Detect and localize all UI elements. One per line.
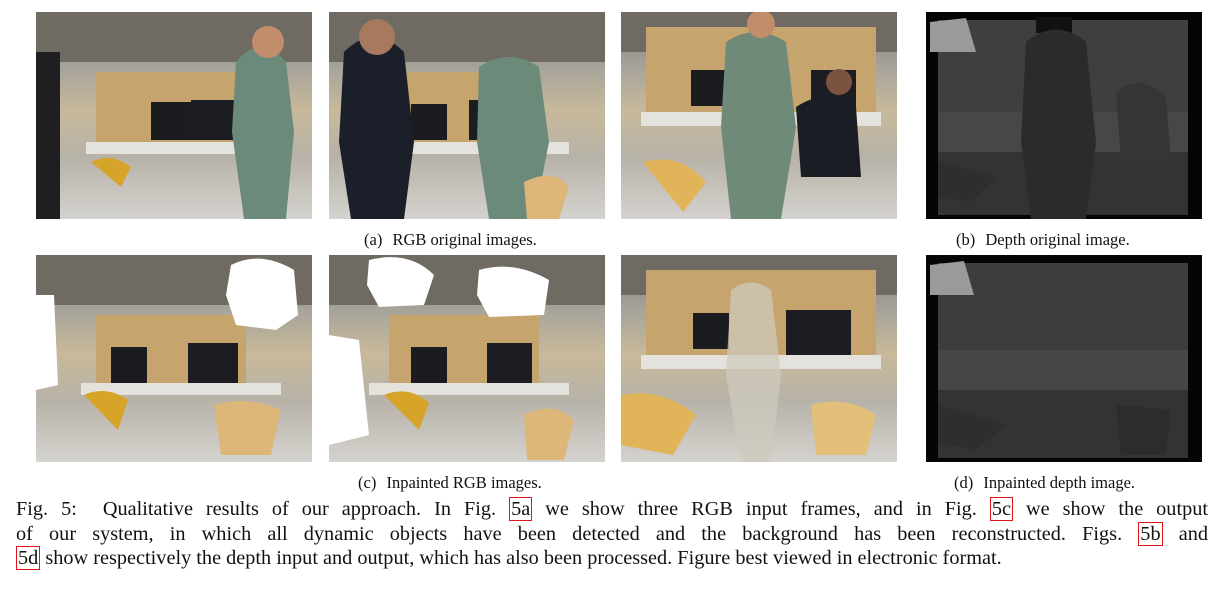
figure-ref-link-5b[interactable]: 5b [1138,521,1163,546]
figure-ref-link-5c[interactable]: 5c [989,497,1014,521]
rgb-original-image-2 [329,12,605,219]
figure-caption-line: of our system, in which all dynamic obje… [16,521,1208,546]
rgb-original-image-3 [621,12,897,219]
depth-inpainted-image [926,255,1202,462]
figure-caption-prefix: Fig. 5: [16,498,103,520]
subfigure-b-text: Depth original image. [985,230,1130,249]
rgb-inpainted-image-3 [621,255,897,462]
subfigure-b-label: (b) [956,230,976,249]
subfigure-d-caption: (d) Inpainted depth image. [954,473,1135,493]
subfigure-c-caption: (c) Inpainted RGB images. [358,473,542,493]
subfigure-c-text: Inpainted RGB images. [386,473,542,492]
subfigure-a-label: (a) [364,230,383,249]
rgb-original-image-1 [36,12,312,219]
subfigure-a-caption: (a) RGB original images. [364,230,537,250]
figure-caption-line: 5d show respectively the depth input and… [16,546,1002,570]
rgb-inpainted-image-2 [329,255,605,462]
depth-original-image [926,12,1202,219]
rgb-inpainted-image-1 [36,255,312,462]
subfigure-b-caption: (b) Depth original image. [956,230,1130,250]
subfigure-d-text: Inpainted depth image. [983,473,1136,492]
subfigure-c-label: (c) [358,473,377,492]
subfigure-d-label: (d) [954,473,974,492]
figure-caption: Fig. 5: Qualitative results of our appro… [16,497,1208,571]
figure-ref-link-5a[interactable]: 5a [509,497,533,521]
figure-caption-line: Fig. 5: Qualitative results of our appro… [16,497,1209,521]
figure-ref-link-5d[interactable]: 5d [16,546,41,570]
subfigure-a-text: RGB original images. [392,230,537,249]
